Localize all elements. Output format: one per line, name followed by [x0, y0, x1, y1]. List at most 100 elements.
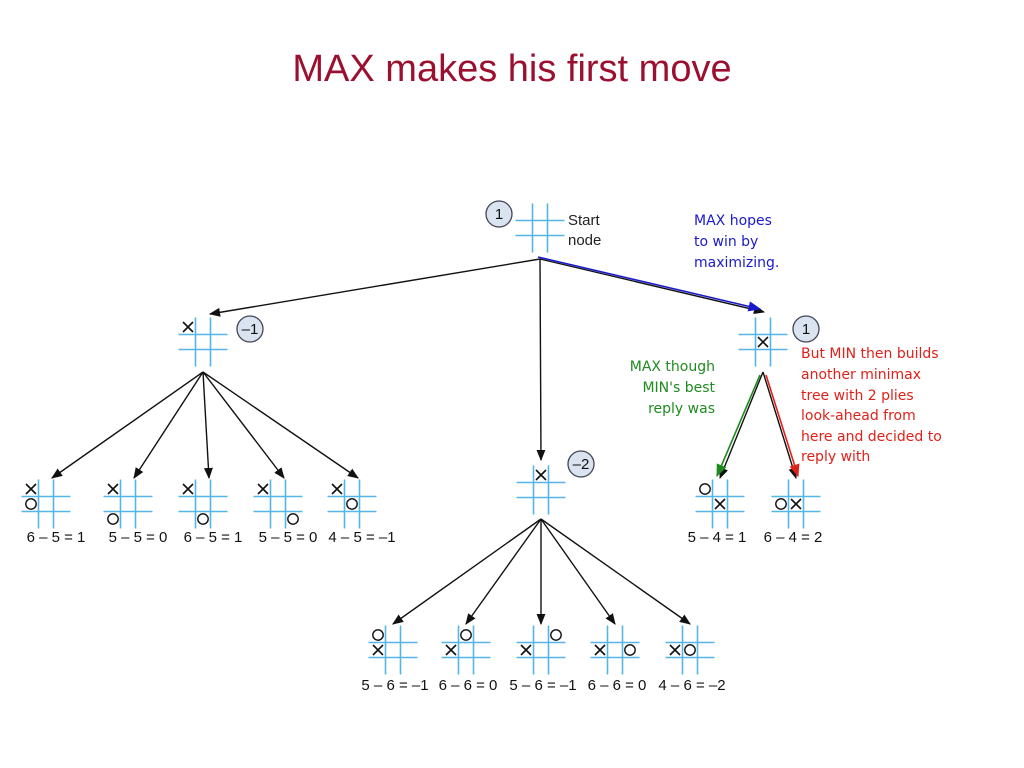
badge-value: –1: [242, 321, 259, 338]
x-mark: [257, 483, 269, 495]
board-n-center: [516, 465, 566, 515]
badge-right-node: 1: [792, 315, 820, 343]
score-label: 6 – 5 = 1: [184, 529, 243, 546]
note-line: MIN's best: [642, 380, 715, 396]
start-node-label-2: node: [568, 232, 601, 249]
board-center-child: [368, 625, 418, 675]
edge-left-child: [51, 371, 204, 479]
score-label: 6 – 6 = 0: [588, 677, 647, 694]
edge-center-child: [540, 518, 616, 625]
board-left-child: [327, 479, 377, 529]
x-mark: [535, 469, 547, 481]
board-left-child: [178, 479, 228, 529]
note-line: reply was: [648, 401, 715, 417]
board-nodes: [21, 203, 821, 675]
o-mark: [775, 498, 787, 510]
o-mark: [287, 513, 299, 525]
tree-edges: [51, 256, 800, 626]
x-mark: [520, 644, 532, 656]
edge-right-child-red: [765, 374, 800, 478]
board-right-child: [771, 479, 821, 529]
x-mark: [790, 498, 802, 510]
score-label: 4 – 5 = –1: [328, 529, 395, 546]
board-center-child: [590, 625, 640, 675]
note-line: look-ahead from: [801, 408, 916, 424]
note-line: tree with 2 plies: [801, 388, 914, 404]
x-mark: [757, 336, 769, 348]
x-mark: [445, 644, 457, 656]
edge-center-child: [540, 518, 691, 625]
x-mark: [107, 483, 119, 495]
x-mark: [669, 644, 681, 656]
edge-right-child: [762, 371, 798, 480]
board-left-child: [103, 479, 153, 529]
x-mark: [25, 483, 37, 495]
value-badges: 1 –1 –2 1: [236, 200, 820, 478]
o-mark: [25, 498, 37, 510]
start-node-label-1: Start: [568, 212, 601, 229]
slide-title: MAX makes his first move: [292, 48, 732, 90]
badge-circle: [236, 315, 264, 343]
score-label: 5 – 5 = 0: [109, 529, 168, 546]
edge-right-child-green: [716, 374, 761, 478]
score-label: 5 – 6 = –1: [361, 677, 428, 694]
edge-root-center: [536, 258, 546, 462]
o-mark: [699, 483, 711, 495]
edge-right-child: [719, 371, 764, 480]
diagram-background: [0, 180, 850, 710]
note-line: MAX though: [630, 359, 715, 375]
o-mark: [460, 629, 472, 641]
badge-value: 1: [802, 321, 810, 338]
note-line: to win by: [694, 234, 758, 250]
score-labels: 6 – 5 = 1 5 – 5 = 0 6 – 5 = 1 5 – 5 = 0 4 – …: [27, 529, 823, 694]
edge-left-child: [202, 371, 213, 480]
score-label: 6 – 6 = 0: [439, 677, 498, 694]
x-mark: [182, 483, 194, 495]
edge-center-child: [392, 518, 542, 625]
note-line: reply with: [801, 449, 870, 465]
badge-circle: [567, 450, 595, 478]
score-label: 5 – 5 = 0: [259, 529, 318, 546]
start-node-badge: 1: [485, 200, 513, 228]
board-left-child: [21, 479, 71, 529]
edge-left-child: [202, 371, 285, 479]
note-line: maximizing.: [694, 255, 779, 271]
badge-circle: [792, 315, 820, 343]
badge-value: –2: [573, 456, 590, 473]
o-mark: [197, 513, 209, 525]
score-label: 6 – 5 = 1: [27, 529, 86, 546]
edge-root-left: [208, 258, 541, 317]
o-mark: [372, 629, 384, 641]
edge-left-child: [202, 371, 359, 479]
edge-center-child: [465, 518, 542, 625]
x-mark: [714, 498, 726, 510]
o-mark: [107, 513, 119, 525]
note-line: But MIN then builds: [801, 346, 939, 362]
score-label: 6 – 4 = 2: [764, 529, 823, 546]
note-max-hopes: MAX hopes to win by maximizing.: [694, 213, 779, 271]
start-node-board: [515, 203, 565, 253]
note-min-builds: But MIN then builds another minimax tree…: [801, 346, 942, 465]
edge-root-right-max-path: [537, 256, 762, 312]
note-max-thought: MAX though MIN's best reply was: [630, 359, 716, 417]
board-right-child: [695, 479, 745, 529]
note-line: here and decided to: [801, 429, 942, 445]
board-center-child: [516, 625, 566, 675]
score-label: 5 – 6 = –1: [509, 677, 576, 694]
note-line: another minimax: [801, 367, 921, 383]
board-center-child: [441, 625, 491, 675]
board-n-right: [738, 317, 788, 367]
edge-root-right: [539, 258, 766, 315]
o-mark: [550, 629, 562, 641]
badge-value: 1: [495, 206, 503, 223]
x-mark: [331, 483, 343, 495]
x-mark: [594, 644, 606, 656]
o-mark: [346, 498, 358, 510]
score-label: 4 – 6 = –2: [658, 677, 725, 694]
badge-circle: [485, 200, 513, 228]
o-mark: [624, 644, 636, 656]
o-mark: [684, 644, 696, 656]
badge-center-node: –2: [567, 450, 595, 478]
edge-left-child: [133, 371, 204, 479]
